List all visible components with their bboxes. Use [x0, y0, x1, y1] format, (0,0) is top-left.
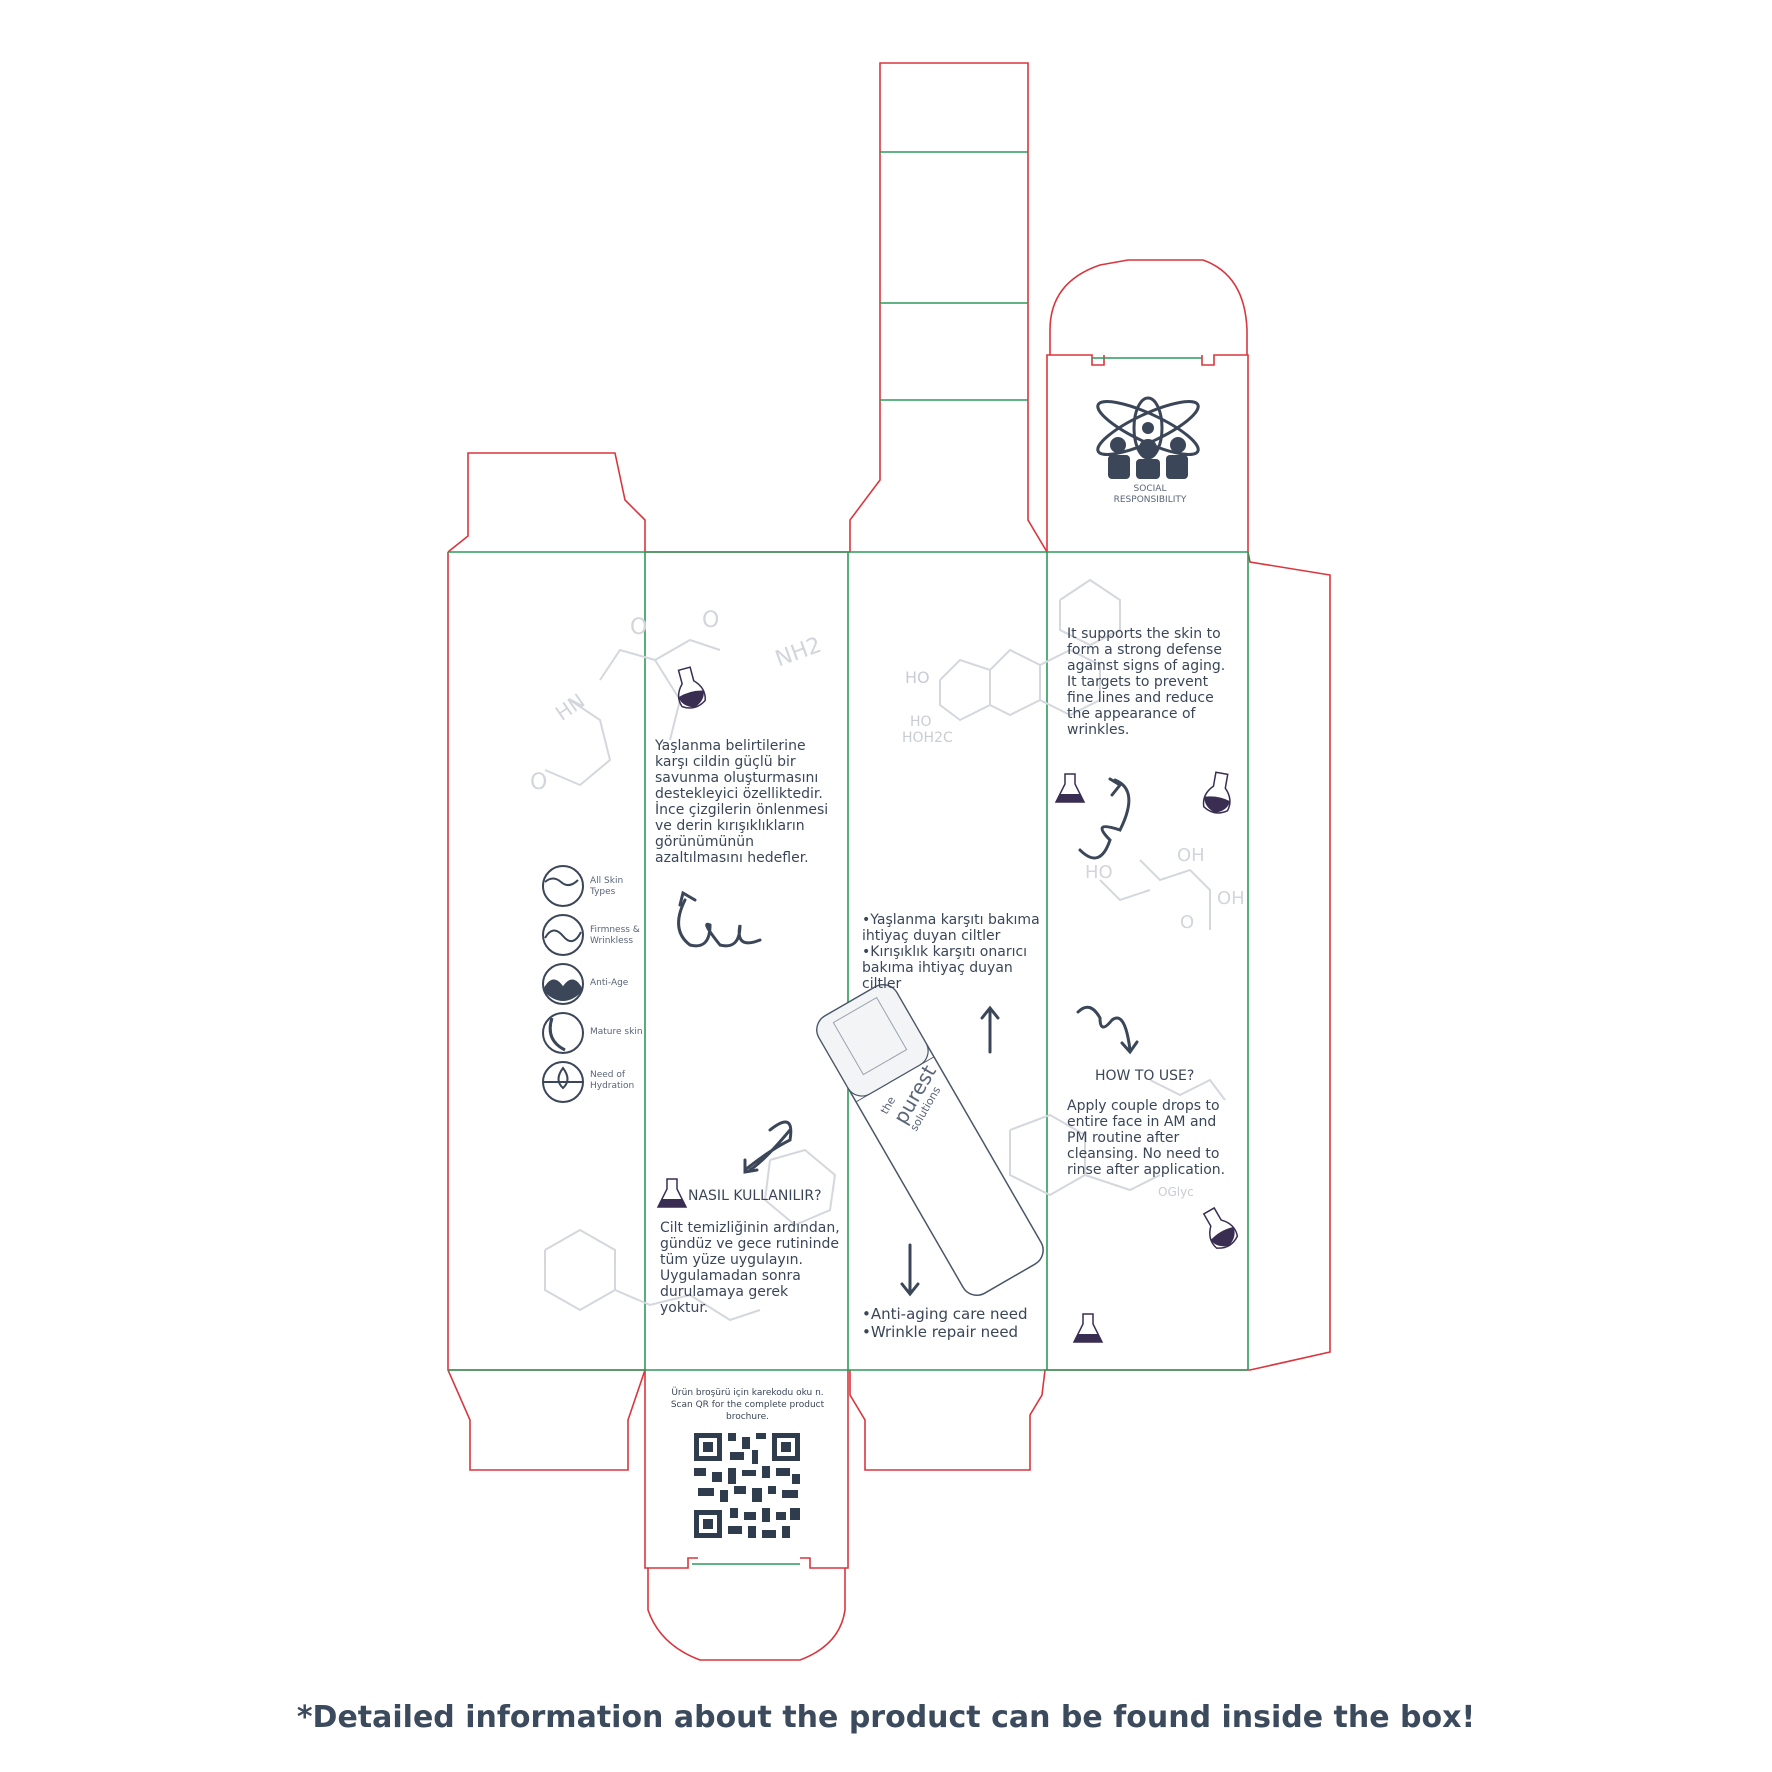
skin-icon-label: Need of Hydration [590, 1070, 635, 1091]
chem-label: OH [1177, 845, 1205, 866]
needs-tr-item: •Kırışıklık karşıtı onarıcı bakıma ihtiy… [862, 944, 1028, 992]
social-line1: SOCIAL [1133, 484, 1167, 494]
chem-label: OGlyc [1158, 1185, 1194, 1199]
skin-icon-label: All Skin Types [590, 876, 624, 897]
anti-age-icon [542, 963, 584, 1005]
left-description: Yaşlanma belirtilerine karşı cildin güçl… [655, 738, 829, 866]
needs-tr-item: •Yaşlanma karşıtı bakıma ihtiyaç duyan c… [862, 912, 1040, 944]
fold-lines [448, 151, 1249, 1565]
qr-code [694, 1433, 800, 1538]
needs-en-item: •Anti-aging care need [862, 1305, 1028, 1323]
all-skin-types-icon [542, 865, 584, 907]
qr-caption: Ürün broşürü için karekodu oku n. Scan Q… [660, 1387, 835, 1423]
chem-structures [544, 578, 1226, 1322]
chem-label: OH [1217, 888, 1245, 909]
chem-label: O [630, 615, 648, 640]
flask-icons [656, 666, 1239, 1343]
qr-caption-tr: Ürün broşürü için karekodu oku n. [671, 1388, 824, 1398]
skin-icon-label: Anti-Age [590, 978, 629, 988]
social-responsibility-label: SOCIAL RESPONSIBILITY [1080, 484, 1220, 506]
skin-icon-label: Firmness & Wrinkless [590, 925, 640, 946]
footer-note: *Detailed information about the product … [296, 1700, 1476, 1735]
product-bottle [816, 984, 1044, 1296]
needs-tr-list: •Yaşlanma karşıtı bakıma ihtiyaç duyan c… [862, 912, 1042, 992]
social-line2: RESPONSIBILITY [1113, 495, 1187, 505]
social-responsibility-icon [1096, 396, 1200, 479]
qr-caption-en: Scan QR for the complete product brochur… [670, 1400, 825, 1422]
chem-label: O [702, 608, 720, 633]
needs-en-item: •Wrinkle repair need [862, 1323, 1019, 1341]
chem-label: HO [910, 714, 932, 730]
mature-skin-icon [542, 1012, 584, 1054]
chem-label: HO [1085, 862, 1113, 883]
needs-en-list: •Anti-aging care need •Wrinkle repair ne… [862, 1305, 1042, 1341]
right-description: It supports the skin to form a strong de… [1067, 626, 1226, 738]
hydration-icon [542, 1061, 584, 1103]
firmness-wrinkles-icon [542, 914, 584, 956]
how-to-use-title: HOW TO USE? [1095, 1068, 1195, 1084]
skin-type-icons [542, 865, 584, 1103]
how-to-use-text: Apply couple drops to entire face in AM … [1067, 1098, 1226, 1178]
chem-label: O [1180, 912, 1195, 933]
chem-label: HO [905, 668, 930, 687]
chem-label: O [530, 770, 548, 795]
arrow-decorations [677, 777, 1139, 1297]
skin-icon-label: Mature skin [590, 1027, 643, 1037]
chem-label: HOH2C [902, 730, 953, 746]
nasil-kullanilir-title: NASIL KULLANILIR? [688, 1188, 822, 1204]
nasil-kullanilir-text: Cilt temizliğinin ardından, gündüz ve ge… [660, 1220, 840, 1316]
